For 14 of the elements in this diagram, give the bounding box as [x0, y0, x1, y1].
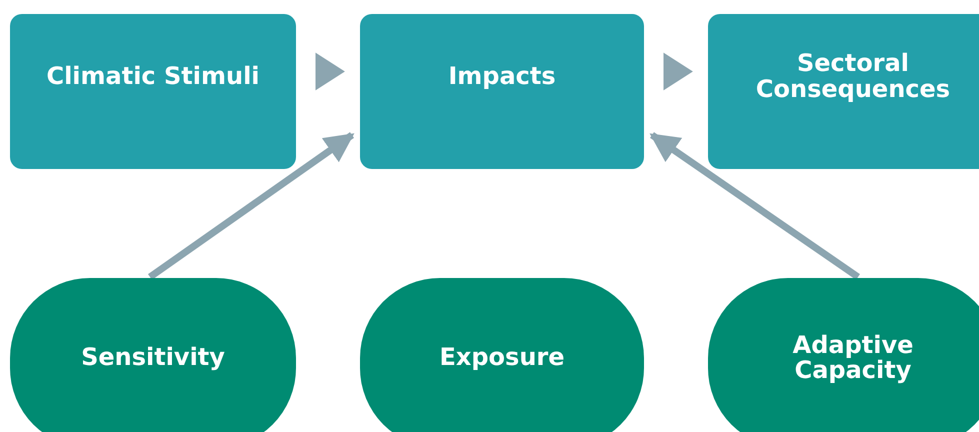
process-box [10, 14, 296, 169]
node-label: Sectoral Consequences [754, 51, 952, 102]
chevron-arrow [664, 52, 693, 90]
node-label: Impacts [448, 64, 556, 90]
rounded-pill-node [708, 278, 979, 432]
node-label: Adaptive Capacity [792, 332, 914, 384]
node-label: Exposure [439, 345, 565, 371]
node-label: Sensitivity [81, 345, 225, 371]
chevron-arrow [316, 52, 345, 90]
arrow [148, 132, 354, 280]
process-box [708, 14, 979, 169]
node-label: Climatic Stimuli [46, 64, 260, 90]
arrow [650, 132, 860, 280]
process-box [360, 14, 644, 169]
